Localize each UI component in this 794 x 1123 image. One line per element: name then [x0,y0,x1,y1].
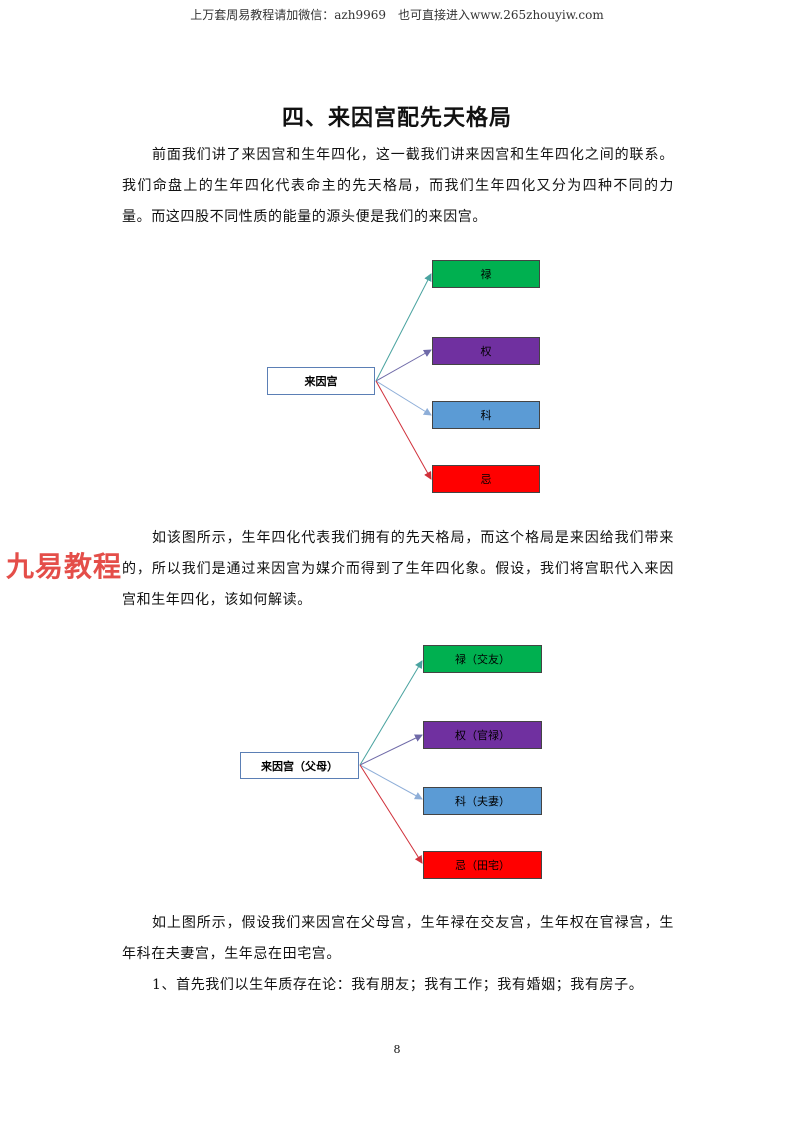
ji-tianzhai-box: 忌（田宅） [423,851,542,879]
lu-box: 禄 [432,260,540,288]
laiyin-palace-box: 来因宫 [267,367,375,395]
lu-jiaoyou-box: 禄（交友） [423,645,542,673]
quan-guanlu-box: 权（官禄） [423,721,542,749]
diagram-2: 来因宫（父母） 禄（交友） 权（官禄） 科（夫妻） 忌（田宅） [0,635,794,885]
paragraph-intro: 前面我们讲了来因宫和生年四化，这一截我们讲来因宫和生年四化之间的联系。我们命盘上… [122,147,674,225]
watermark-logo: 九易教程 [6,550,123,583]
page-header: 上万套周易教程请加微信：azh9969 也可直接进入www.265zhouyiw… [190,8,604,22]
paragraph-point-1: 1、首先我们以生年质存在论：我有朋友；我有工作；我有婚姻；我有房子。 [152,977,644,993]
paragraph-assumption: 如上图所示，假设我们来因宫在父母宫，生年禄在交友宫，生年权在官禄宫，生年科在夫妻… [122,915,674,962]
arrow-quan [375,349,432,382]
page-number: 8 [393,1043,401,1056]
diagram-1: 来因宫 禄 权 科 忌 [0,250,794,500]
ke-fuqi-box: 科（夫妻） [423,787,542,815]
arrow-lu-jiaoyou [359,660,423,766]
arrow-quan-guanlu [359,734,423,766]
diagram-2-arrows [359,660,423,864]
diagram-1-arrows [375,273,432,480]
arrow-lu [375,273,432,382]
section-title: 四、来因宫配先天格局 [281,105,512,131]
laiyin-fumu-box: 来因宫（父母） [240,752,359,779]
arrow-ji [375,380,432,480]
arrow-ke-fuqi [359,764,423,800]
arrow-ji-tianzhai [359,764,423,864]
ke-box: 科 [432,401,540,429]
paragraph-explain: 如该图所示，生年四化代表我们拥有的先天格局，而这个格局是来因给我们带来的，所以我… [122,530,674,608]
quan-box: 权 [432,337,540,365]
ji-box: 忌 [432,465,540,493]
arrow-ke [375,380,432,416]
